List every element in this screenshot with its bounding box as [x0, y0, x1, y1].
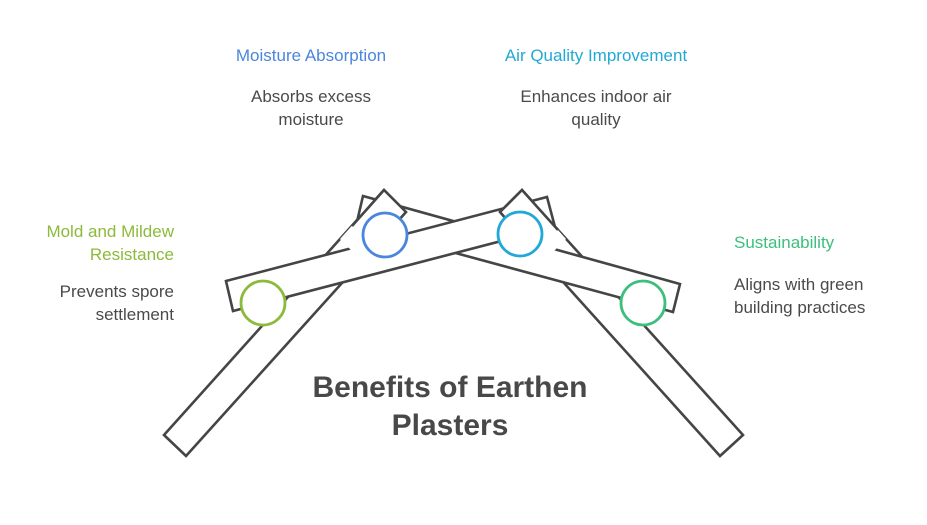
- air-quality-description: Enhances indoor air quality: [486, 85, 706, 131]
- moisture-title: Moisture Absorption: [235, 46, 387, 65]
- moisture-description: Absorbs excess moisture: [211, 85, 411, 131]
- moisture-desc-line-1: Absorbs excess: [251, 87, 371, 106]
- mold-desc-line-1: Prevents spore: [59, 282, 174, 301]
- moisture-node-icon: [361, 211, 409, 259]
- mold-desc-line-2: settlement: [95, 305, 174, 324]
- air-quality-desc-line-2: quality: [571, 110, 621, 129]
- sustainability-title: Sustainability: [734, 233, 835, 252]
- mold-description: Prevents spore settlement: [0, 280, 174, 326]
- air-quality-desc-line-1: Enhances indoor air: [520, 87, 672, 106]
- air-quality-node-icon: [496, 210, 544, 258]
- sustainability-desc-line-2: building practices: [734, 298, 866, 317]
- sustainability-description: Aligns with green building practices: [734, 273, 865, 319]
- air-quality-title: Air Quality Improvement: [504, 46, 688, 65]
- moisture-desc-line-2: moisture: [278, 110, 344, 129]
- diagram-title-line-2: Plasters: [391, 409, 509, 442]
- mold-node-icon: [239, 279, 287, 327]
- sustainability-desc-line-1: Aligns with green: [734, 275, 864, 294]
- diagram-title: Benefits of Earthen Plasters: [250, 369, 650, 445]
- mold-title-line-1: Mold and Mildew: [46, 222, 174, 241]
- diagram-title-line-1: Benefits of Earthen: [312, 371, 588, 404]
- mold-title: Mold and Mildew Resistance: [0, 220, 174, 266]
- mold-title-line-2: Resistance: [89, 245, 174, 264]
- sustainability-node-icon: [619, 279, 667, 327]
